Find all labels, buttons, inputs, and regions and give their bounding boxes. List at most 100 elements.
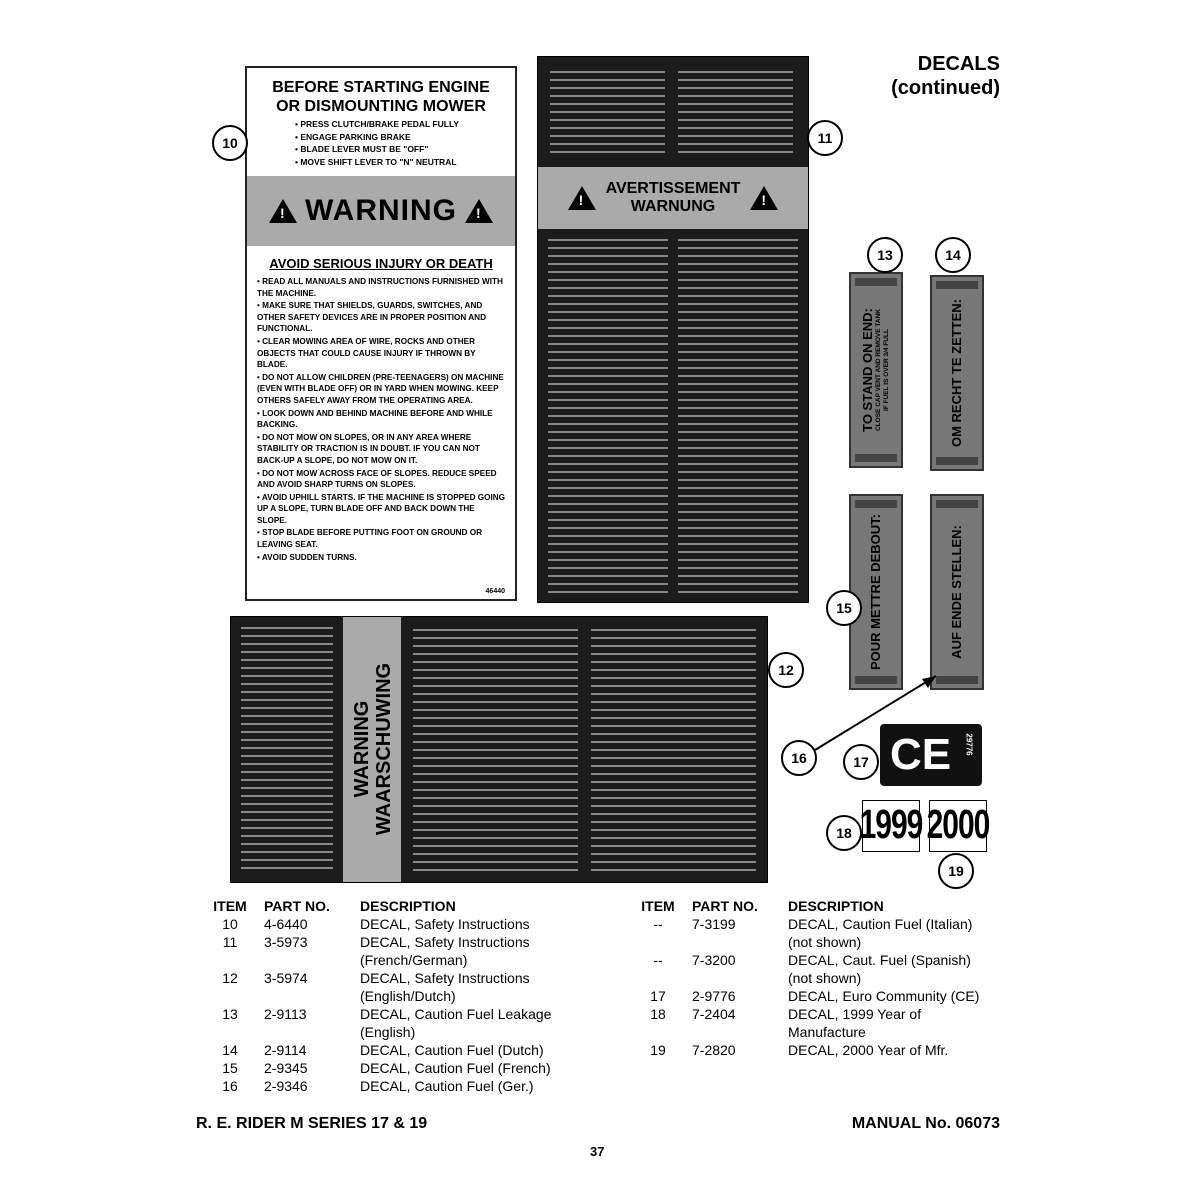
- decal-10-rule: • DO NOT ALLOW CHILDREN (PRE-TEENAGERS) …: [257, 372, 504, 405]
- table-row: 12 3-5974 DECAL, Safety Instructions (Eng…: [210, 969, 590, 1005]
- table-row: 17 2-9776 DECAL, Euro Community (CE): [638, 987, 1018, 1005]
- warning-triangle-icon: [465, 199, 493, 223]
- desc-line: (not shown): [788, 934, 862, 950]
- row-description: DECAL, Caution Fuel Leakage(English): [360, 1005, 570, 1041]
- callout-18: 18: [826, 815, 862, 851]
- decal-11-safety-instructions-fr-de: AVERTISSEMENT WARNUNG: [537, 56, 809, 603]
- callout-15: 15: [826, 590, 862, 626]
- row-part: 2-9776: [692, 988, 736, 1004]
- decal-10-rule: • AVOID UPHILL STARTS. IF THE MACHINE IS…: [257, 492, 506, 525]
- row-part: 2-9345: [264, 1060, 308, 1076]
- warning-triangle-icon: [750, 186, 779, 210]
- row-item: 18: [650, 1006, 666, 1022]
- desc-line: DECAL, Safety Instructions: [360, 970, 530, 986]
- header-description: DESCRIPTION: [360, 898, 456, 914]
- decal-12-text-block: [591, 629, 756, 877]
- decal-11-warning-words: AVERTISSEMENT WARNUNG: [606, 180, 741, 216]
- footer-model: R. E. RIDER M SERIES 17 & 19: [196, 1115, 428, 1132]
- row-part: 3-5974: [264, 970, 308, 986]
- table-row: 11 3-5973 DECAL, Safety Instructions(Fre…: [210, 933, 590, 969]
- decal-10-title-line2: OR DISMOUNTING MOWER: [276, 98, 486, 115]
- row-description: DECAL, Caution Fuel (Ger.): [360, 1078, 534, 1094]
- table-header: ITEM PART NO. DESCRIPTION: [638, 897, 1018, 915]
- row-description: DECAL, Caut. Fuel (Spanish) (not shown): [788, 951, 998, 987]
- decal-16-caution-fuel-german: AUF ENDE STELLEN:: [930, 494, 984, 690]
- decal-10-title: BEFORE STARTING ENGINE OR DISMOUNTING MO…: [247, 78, 515, 116]
- section-heading-line2: (continued): [891, 77, 1000, 99]
- decal-12-text-block: [241, 627, 333, 875]
- table-row: 13 2-9113 DECAL, Caution Fuel Leakage(En…: [210, 1005, 590, 1041]
- row-description: DECAL, Caution Fuel (Dutch): [360, 1042, 544, 1058]
- callout-12: 12: [768, 652, 804, 688]
- desc-line: (English/Dutch): [360, 988, 456, 1004]
- table-row: -- 7-3199 DECAL, Caution Fuel (Italian) (…: [638, 915, 1018, 951]
- decal-10-step: • PRESS CLUTCH/BRAKE PEDAL FULLY: [295, 119, 460, 129]
- header-item: ITEM: [213, 898, 247, 914]
- decal-10-avoid-heading: AVOID SERIOUS INJURY OR DEATH: [269, 256, 493, 271]
- row-description: DECAL, Euro Community (CE): [788, 988, 980, 1004]
- row-item: --: [653, 916, 663, 932]
- decal-11-text-block: [548, 239, 668, 599]
- decal-10-steps: • PRESS CLUTCH/BRAKE PEDAL FULLY • ENGAG…: [295, 118, 459, 168]
- decal-11-text-block: [678, 71, 793, 159]
- warning-triangle-icon: [567, 186, 596, 210]
- decal-10-rule: • STOP BLADE BEFORE PUTTING FOOT ON GROU…: [257, 528, 482, 550]
- decal-14-caution-fuel-dutch: OM RECHT TE ZETTEN:: [930, 275, 984, 471]
- row-part: 2-9113: [264, 1006, 307, 1022]
- decal-10-step: • ENGAGE PARKING BRAKE: [295, 131, 411, 142]
- desc-line: DECAL, Caut. Fuel (Spanish): [788, 952, 971, 968]
- row-description: DECAL, Caution Fuel (Italian) (not shown): [788, 915, 998, 951]
- row-part: 2-9114: [264, 1042, 307, 1058]
- row-description: DECAL, Safety Instructions (English/Dutch…: [360, 969, 570, 1005]
- table-row: 15 2-9345 DECAL, Caution Fuel (French): [210, 1059, 590, 1077]
- header-item: ITEM: [641, 898, 675, 914]
- decal-11-line2: WARNUNG: [630, 198, 716, 215]
- row-description: DECAL, Safety Instructions (French/German…: [360, 933, 570, 969]
- table-row: 19 7-2820 DECAL, 2000 Year of Mfr.: [638, 1041, 1018, 1059]
- callout-14: 14: [935, 237, 971, 273]
- decal-10-rule: • LOOK DOWN AND BEHIND MACHINE BEFORE AN…: [257, 408, 493, 430]
- row-item: 16: [222, 1078, 238, 1094]
- row-description: DECAL, 2000 Year of Mfr.: [788, 1042, 949, 1058]
- row-item: --: [653, 952, 663, 968]
- decal-17-code: 29776: [964, 733, 974, 756]
- callout-10: 10: [212, 125, 248, 161]
- parts-table-right: ITEM PART NO. DESCRIPTION -- 7-3199 DECA…: [638, 897, 1018, 1059]
- decal-13-caution-fuel-english: TO STAND ON END: CLOSE CAP VENT AND REMO…: [849, 272, 903, 468]
- row-part: 7-3199: [692, 916, 736, 932]
- desc-line: (English): [360, 1024, 416, 1040]
- decal-10-warning-word: WARNING: [305, 194, 457, 227]
- desc-line: (not shown): [788, 970, 862, 986]
- row-part: 2-9346: [264, 1078, 308, 1094]
- row-description: DECAL, Safety Instructions: [360, 916, 530, 932]
- callout-19: 19: [938, 853, 974, 889]
- parts-table-left: ITEM PART NO. DESCRIPTION 10 4-6440 DECA…: [210, 897, 590, 1095]
- decal-11-text-block: [550, 71, 665, 159]
- desc-line: (French/German): [360, 952, 468, 968]
- row-part: 7-2404: [692, 1006, 736, 1022]
- row-part: 3-5973: [264, 934, 308, 950]
- decal-10-step: • MOVE SHIFT LEVER TO "N" NEUTRAL: [295, 156, 457, 167]
- decal-10-rule: • DO NOT MOW ACROSS FACE OF SLOPES. REDU…: [257, 468, 497, 490]
- row-item: 13: [222, 1006, 238, 1022]
- desc-line: DECAL, Caution Fuel (Italian): [788, 916, 973, 932]
- decal-10-rules: • READ ALL MANUALS AND INSTRUCTIONS FURN…: [257, 276, 507, 564]
- decal-10-step: • BLADE LEVER MUST BE "OFF": [295, 144, 429, 154]
- row-item: 10: [222, 916, 238, 932]
- decal-19-year: 2000: [926, 803, 991, 848]
- header-part: PART NO.: [692, 898, 758, 914]
- decal-10-title-line1: BEFORE STARTING ENGINE: [272, 79, 490, 96]
- callout-11: 11: [807, 120, 843, 156]
- row-part: 7-3200: [692, 952, 736, 968]
- decal-10-safety-instructions: BEFORE STARTING ENGINE OR DISMOUNTING MO…: [245, 66, 517, 601]
- row-item: 12: [222, 970, 238, 986]
- callout-17: 17: [843, 744, 879, 780]
- desc-line: DECAL, Safety Instructions: [360, 934, 530, 950]
- decal-10-rule: • CLEAR MOWING AREA OF WIRE, ROCKS AND O…: [257, 336, 476, 370]
- decal-19-year-2000: 2000: [926, 800, 991, 852]
- row-item: 15: [222, 1060, 238, 1076]
- decal-11-line1: AVERTISSEMENT: [605, 180, 741, 197]
- decal-12-safety-instructions-en-nl: WARNING WAARSCHUWING: [230, 616, 768, 883]
